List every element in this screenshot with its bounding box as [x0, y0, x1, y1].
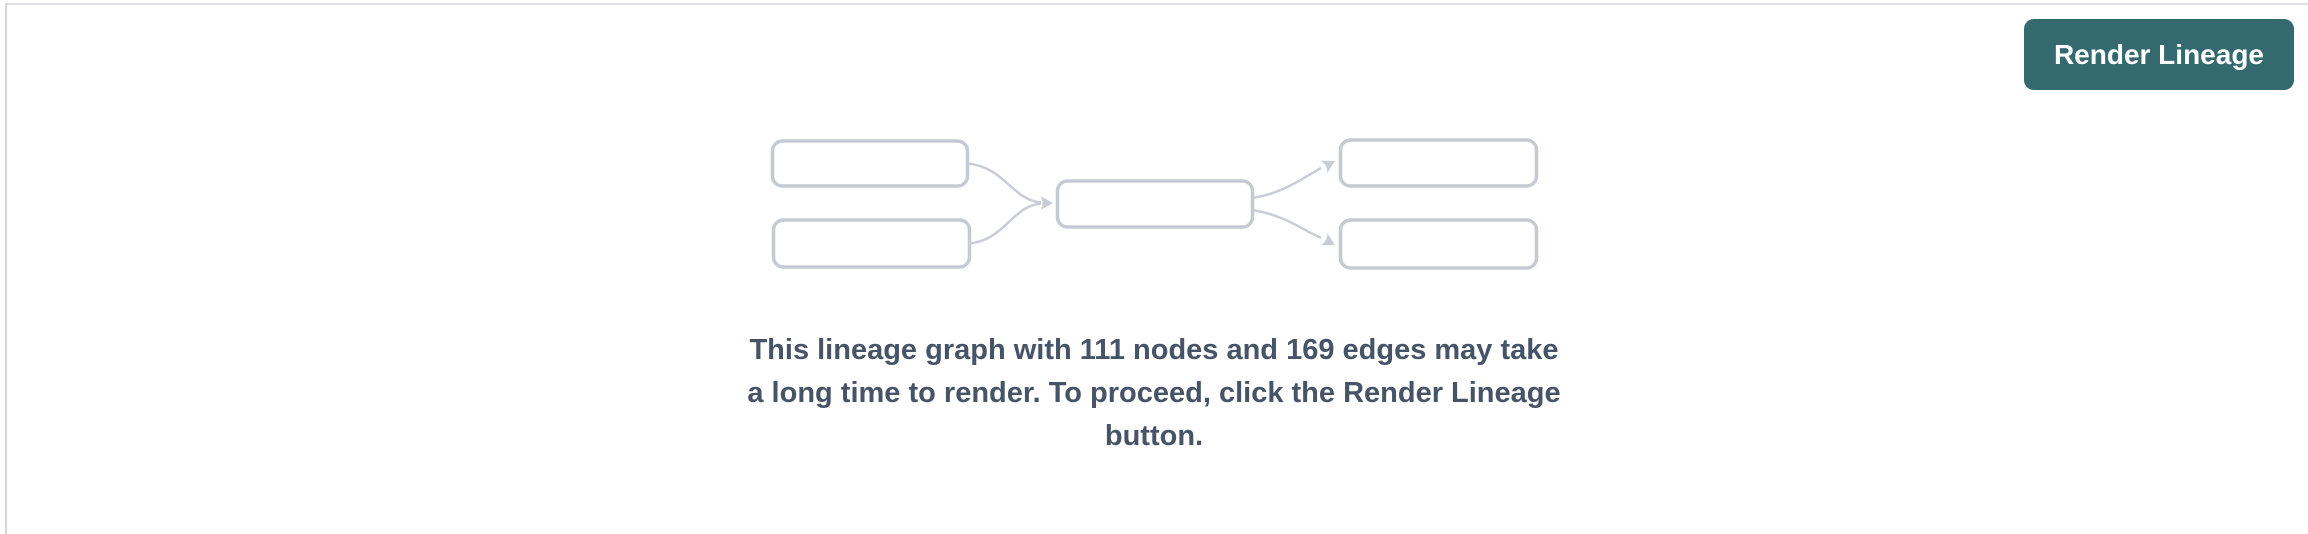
placeholder-arrowheads [1040, 160, 1335, 246]
placeholder-edge [1252, 166, 1322, 200]
empty-state-message-line: button. [1104, 420, 1204, 452]
placeholder-edge [967, 162, 1042, 204]
placeholder-node [1338, 138, 1539, 188]
placeholder-edge [969, 202, 1042, 245]
placeholder-edges [967, 162, 1322, 245]
placeholder-edge [1252, 208, 1322, 240]
placeholder-node [770, 139, 970, 188]
panel-left-border [5, 3, 7, 534]
placeholder-node [1055, 179, 1255, 229]
empty-state-message-line: a long time to render. To proceed, click… [747, 377, 1561, 409]
arrowhead-icon [1320, 160, 1335, 174]
empty-state-message-line: This lineage graph with 111 nodes and 16… [749, 334, 1559, 366]
empty-state-message: This lineage graph with 111 nodes and 16… [0, 329, 2308, 458]
arrowhead-icon [1320, 232, 1335, 246]
placeholder-node [1338, 218, 1539, 270]
placeholder-node [771, 218, 972, 269]
panel-top-border [6, 3, 2308, 5]
lineage-placeholder-illustration [770, 138, 1539, 270]
placeholder-nodes [770, 138, 1539, 270]
render-lineage-button[interactable]: Render Lineage [2023, 19, 2294, 90]
arrowhead-icon [1040, 196, 1053, 210]
